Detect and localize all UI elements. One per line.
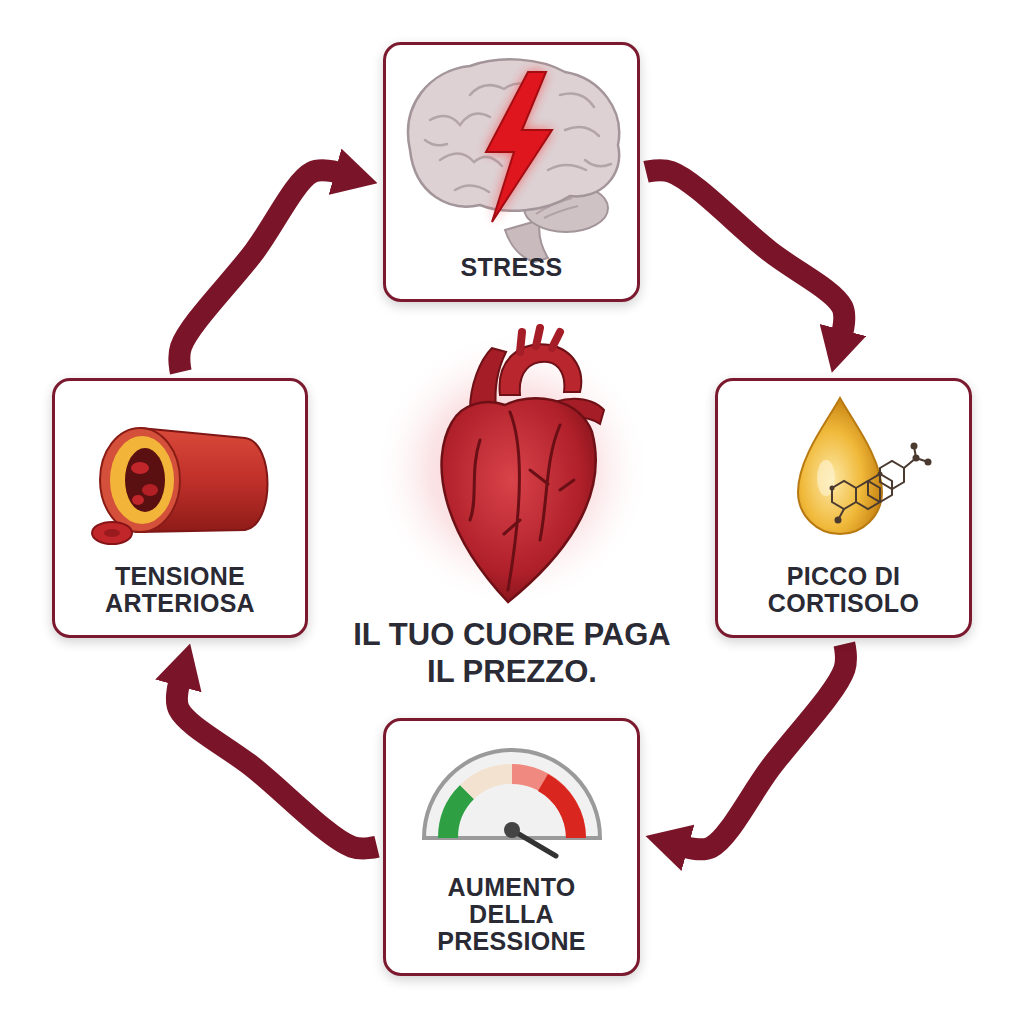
cycle-step-box: TENSIONE ARTERIOSA xyxy=(52,378,308,638)
artery-icon xyxy=(92,428,268,544)
cortisol-drop-icon xyxy=(798,398,932,534)
cycle-arrow xyxy=(646,170,844,332)
cycle-step-box: PICCO DI CORTISOLO xyxy=(715,378,972,638)
cycle-step-box: STRESS xyxy=(383,42,640,302)
step-label: AUMENTO DELLA PRESSIONE xyxy=(423,874,601,955)
cycle-step-box: AUMENTO DELLA PRESSIONE xyxy=(383,718,640,976)
center-caption: IL TUO CUORE PAGA IL PREZZO. xyxy=(342,616,682,690)
step-label: TENSIONE ARTERIOSA xyxy=(83,563,278,617)
step-label: STRESS xyxy=(461,254,563,281)
heart-illustration xyxy=(372,328,652,610)
cycle-arrow xyxy=(179,170,337,372)
pressure-gauge-icon xyxy=(424,750,600,856)
cycle-arrow xyxy=(177,684,377,848)
cycle-arrow xyxy=(686,644,846,849)
step-label: PICCO DI CORTISOLO xyxy=(751,563,936,617)
brain-icon xyxy=(408,59,619,262)
